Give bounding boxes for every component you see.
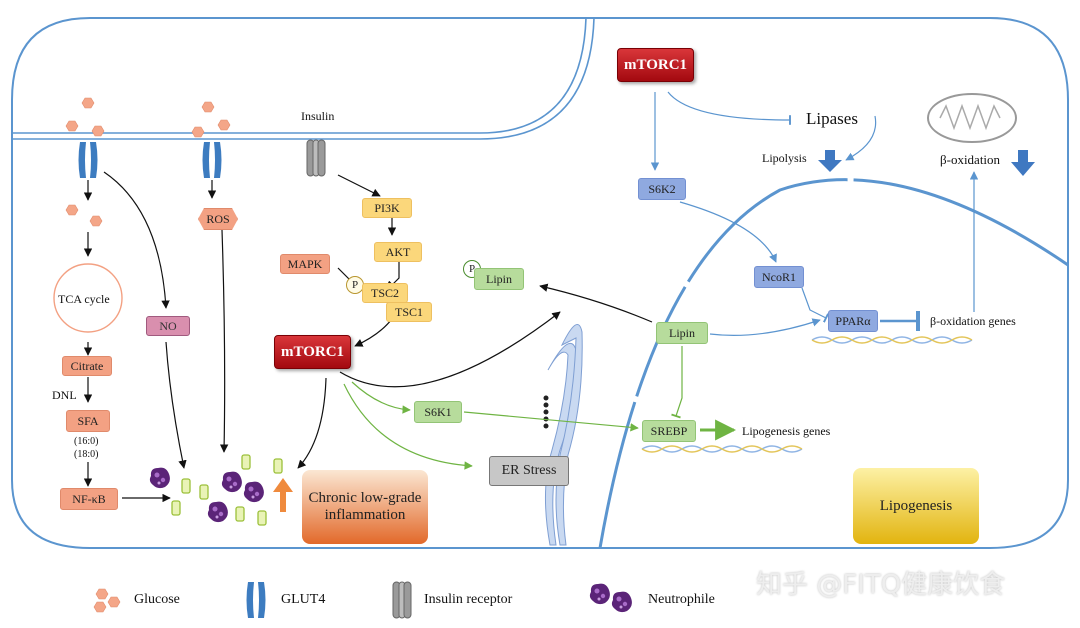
legend-glut4-label: GLUT4 (281, 592, 326, 607)
tsc1-node: TSC1 (386, 302, 432, 322)
lipases-label: Lipases (806, 109, 858, 128)
legend-glucose-label: Glucose (134, 592, 180, 607)
citrate-node: Citrate (62, 356, 112, 376)
sfa-16-label: (16:0) (74, 436, 99, 447)
mtorc1-mid-node: mTORC1 (274, 335, 351, 369)
ncor1-node: NcoR1 (754, 266, 804, 288)
er-stress-node: ER Stress (489, 456, 569, 486)
mitochondrion-icon (927, 93, 1017, 143)
no-node: NO (146, 316, 190, 336)
srebp-node: SREBP (642, 420, 696, 442)
lipin-nucleus-node: Lipin (656, 322, 708, 344)
insulin-label: Insulin (301, 109, 335, 123)
akt-node: AKT (374, 242, 422, 262)
beta-oxidation-genes-label: β-oxidation genes (930, 314, 1016, 328)
lipogenesis-box: Lipogenesis (853, 468, 979, 544)
beta-oxidation-label: β-oxidation (940, 152, 1001, 167)
watermark: 知乎 @FITQ健康饮食 (756, 570, 1006, 600)
lipin-phospho-node: Lipin (474, 268, 524, 290)
pi3k-node: PI3K (362, 198, 412, 218)
chronic-inflammation-box: Chronic low-grade inflammation (302, 470, 428, 544)
tca-cycle-label: TCA cycle (58, 292, 110, 306)
s6k2-node: S6K2 (638, 178, 686, 200)
ros-node: ROS (198, 208, 238, 230)
legend-insulin-receptor-label: Insulin receptor (424, 592, 513, 607)
legend-neutrophile-label: Neutrophile (648, 592, 715, 607)
mapk-node: MAPK (280, 254, 330, 274)
dnl-label: DNL (52, 388, 77, 402)
er-membrane (545, 323, 583, 546)
ppara-node: PPARα (828, 310, 878, 332)
s6k1-node: S6K1 (414, 401, 462, 423)
nfkb-node: NF-κB (60, 488, 118, 510)
sfa-node: SFA (66, 410, 110, 432)
lipogenesis-genes-label: Lipogenesis genes (742, 424, 831, 438)
lipolysis-label: Lipolysis (762, 151, 807, 165)
tsc2-node: TSC2 (362, 283, 408, 303)
mtorc1-top-node: mTORC1 (617, 48, 694, 82)
sfa-18-label: (18:0) (74, 449, 99, 460)
